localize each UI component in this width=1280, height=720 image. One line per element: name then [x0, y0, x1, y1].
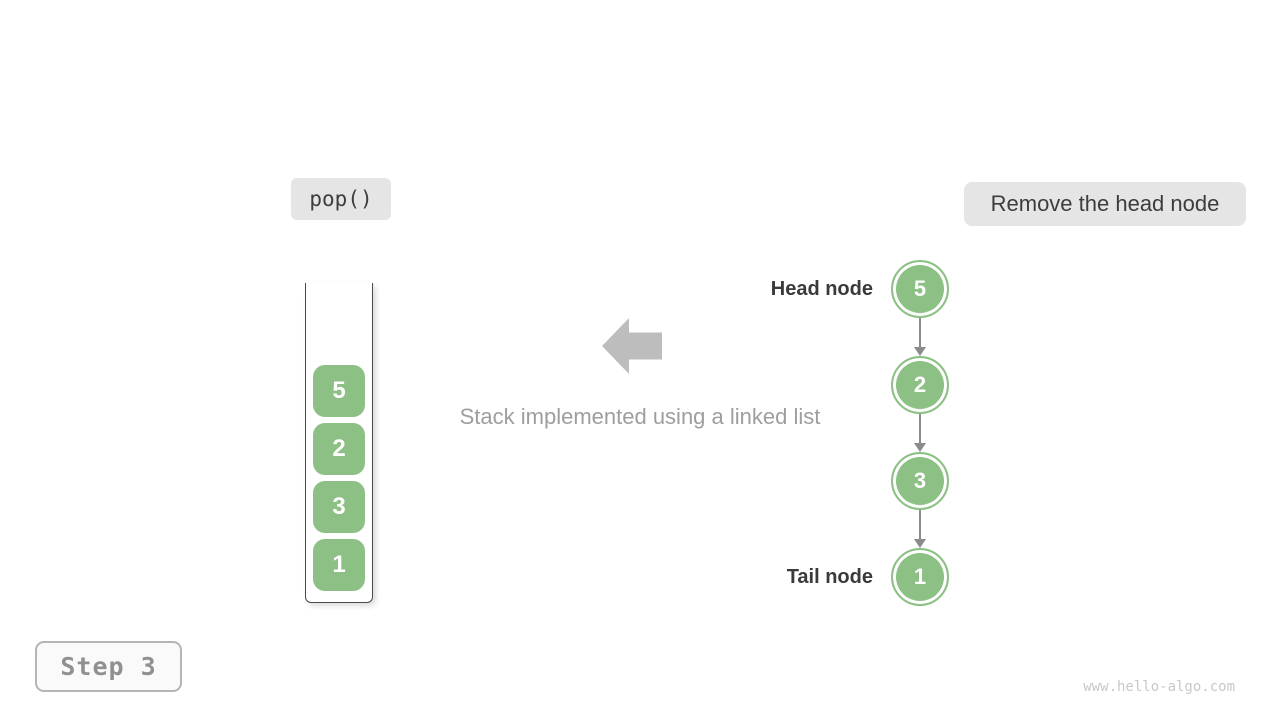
left-block-arrow-icon [602, 318, 662, 374]
linked-list-node: 2 [891, 356, 949, 414]
down-arrow-icon [912, 318, 928, 356]
linked-list-node: 1 [891, 548, 949, 606]
stack-item: 1 [313, 539, 365, 591]
stack-container: 5 2 3 1 [305, 283, 373, 603]
operation-label-text: pop() [309, 187, 373, 211]
linked-list-node: 3 [891, 452, 949, 510]
description-label-text: Remove the head node [990, 191, 1220, 216]
step-badge: Step 3 [35, 641, 182, 692]
step-badge-text: Step 3 [60, 652, 157, 681]
stack-item: 2 [313, 423, 365, 475]
description-label: Remove the head node [964, 182, 1246, 226]
watermark-text: www.hello-algo.com [1083, 679, 1235, 695]
stack-item: 3 [313, 481, 365, 533]
down-arrow-icon [912, 414, 928, 452]
operation-label: pop() [291, 178, 391, 220]
tail-node-label: Tail node [786, 566, 873, 588]
stack-item: 5 [313, 365, 365, 417]
head-node-label: Head node [770, 278, 873, 300]
linked-list-node: 5 [891, 260, 949, 318]
caption-text: Stack implemented using a linked list [459, 404, 821, 429]
down-arrow-icon [912, 510, 928, 548]
